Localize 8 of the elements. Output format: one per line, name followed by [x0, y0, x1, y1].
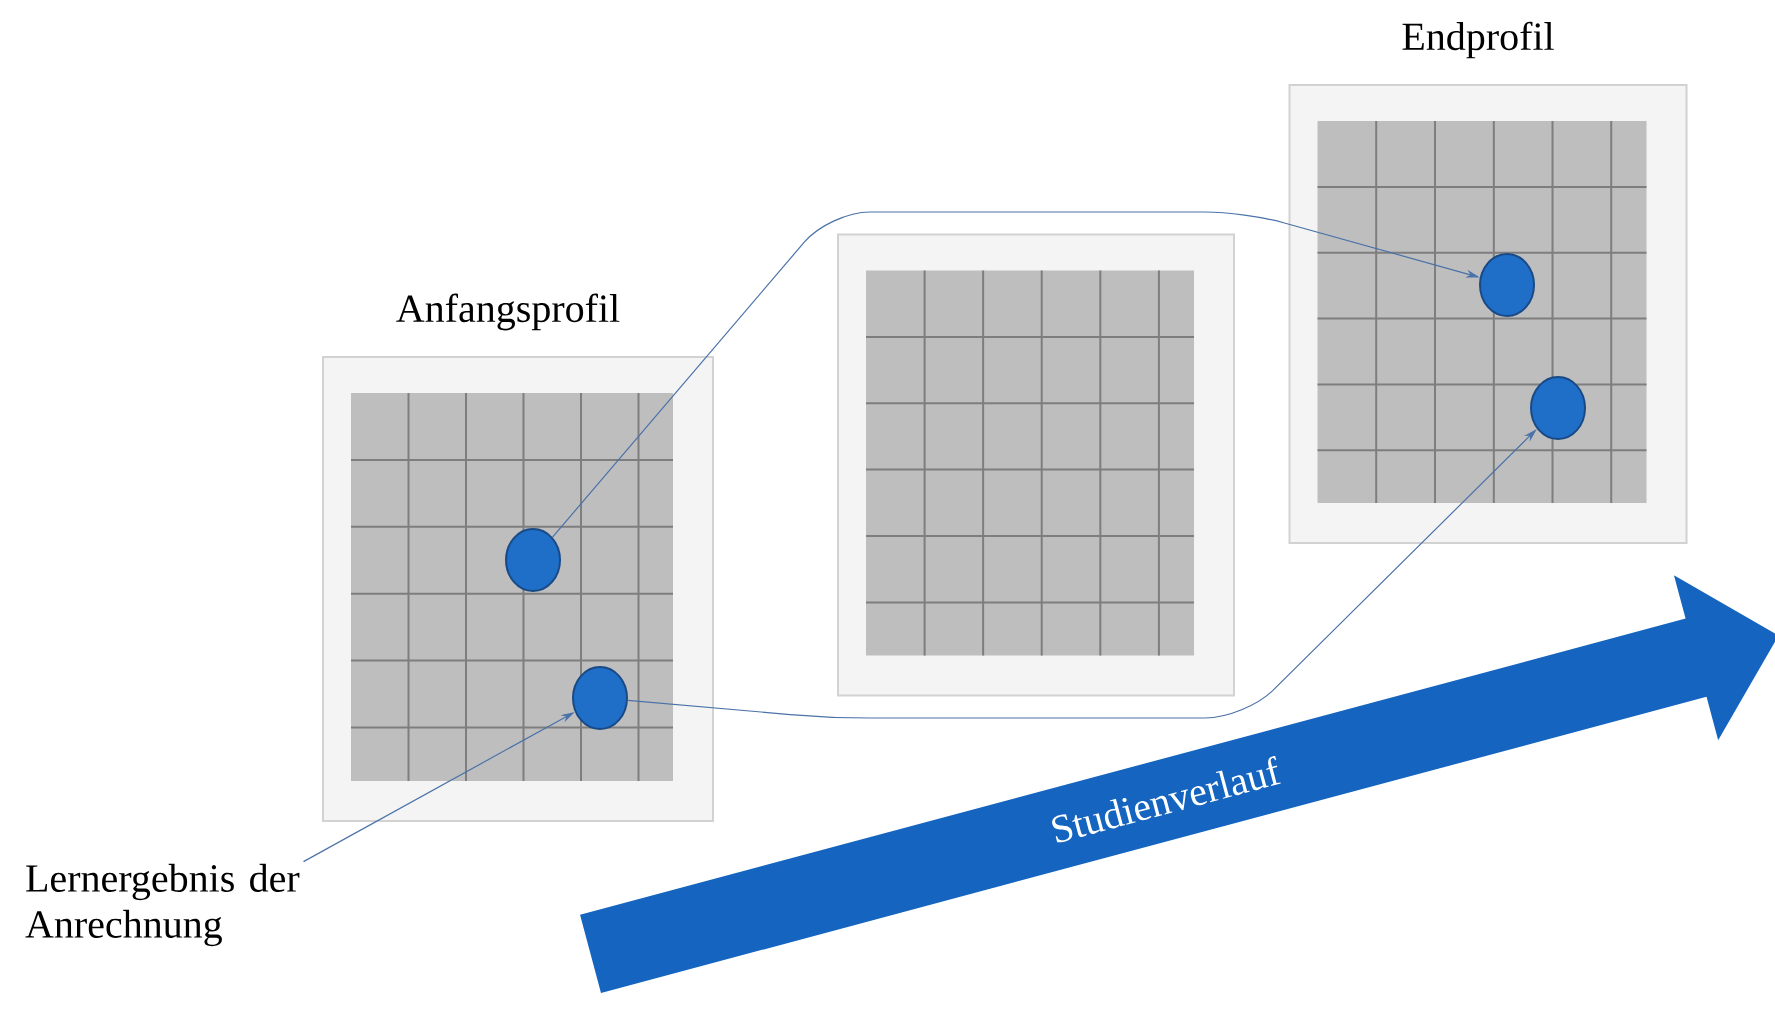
dot: [1530, 376, 1586, 440]
callout-text: Lernergebnis der Anrechnung: [25, 863, 300, 947]
dot: [1479, 253, 1535, 317]
panel-heading: Endprofil: [1402, 21, 1554, 59]
grid-panel: [837, 233, 1235, 697]
panel-heading: Anfangsprofil: [396, 293, 620, 331]
dot: [505, 528, 561, 592]
dot: [572, 666, 628, 730]
